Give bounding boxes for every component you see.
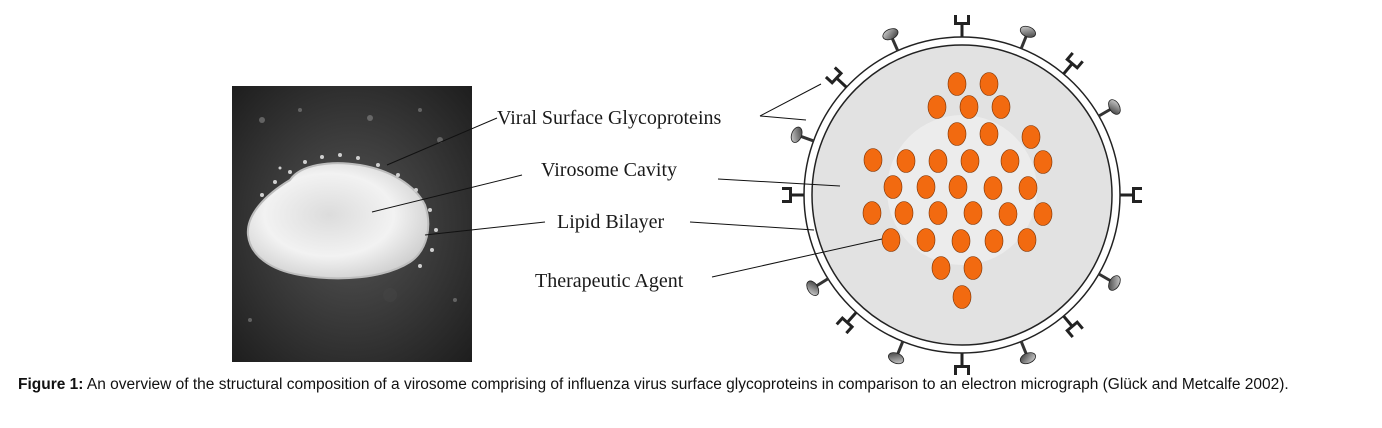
therapeutic-agent-particle [947,122,967,146]
therapeutic-agent-particles [862,72,1053,309]
therapeutic-agent-particle [959,95,979,119]
therapeutic-agent-particle [881,228,901,252]
therapeutic-agent-particle [952,285,972,309]
hemagglutinin-spike [888,340,905,365]
label-viral-surface-glycoproteins: Viral Surface Glycoproteins [497,107,721,129]
hemagglutinin-spike [882,28,900,52]
therapeutic-agent-particle [963,201,983,225]
surface-glycoproteins [782,15,1142,375]
therapeutic-agent-particle [931,256,951,280]
therapeutic-agent-particle [927,95,947,119]
therapeutic-agent-particle [991,95,1011,119]
therapeutic-agent-particle [883,175,903,199]
therapeutic-agent-particle [1000,149,1020,173]
neuraminidase-spike [824,66,848,89]
therapeutic-agent-particle [916,228,936,252]
therapeutic-agent-particle [1033,150,1053,174]
neuraminidase-spike [782,187,804,203]
therapeutic-agent-particle [862,201,882,225]
figure-caption: Figure 1: An overview of the structural … [18,375,1368,394]
therapeutic-agent-particle [947,72,967,96]
micrograph-speckles [248,108,457,322]
label-lipid-bilayer: Lipid Bilayer [557,211,665,233]
neuraminidase-spike [1062,51,1084,75]
caption-prefix: Figure 1: [18,376,84,393]
neuraminidase-spike [1062,315,1084,339]
therapeutic-agent-particle [894,201,914,225]
neuraminidase-spike [1120,187,1142,203]
hemagglutinin-spike [790,126,815,143]
virosome-schematic [782,15,1142,375]
therapeutic-agent-particle [928,201,948,225]
leader-lines [371,83,883,278]
therapeutic-agent-particle [998,202,1018,226]
therapeutic-agent-particle [979,72,999,96]
label-virosome-cavity: Virosome Cavity [541,159,677,181]
hemagglutinin-spike [1098,272,1121,291]
therapeutic-agent-particle [896,149,916,173]
hemagglutinin-spike [1019,25,1036,50]
virosome-particle [246,162,430,280]
therapeutic-agent-particle [1018,176,1038,200]
therapeutic-agent-particle [1017,228,1037,252]
therapeutic-agent-particle [951,229,971,253]
neuraminidase-spike [954,353,970,375]
therapeutic-agent-particle [1021,125,1041,149]
electron-micrograph [232,86,472,362]
therapeutic-agent-particle [960,149,980,173]
therapeutic-agent-particle [916,175,936,199]
neuraminidase-spike [954,15,970,37]
therapeutic-agent-particle [983,176,1003,200]
therapeutic-agent-particle [928,149,948,173]
hemagglutinin-spike [1019,340,1036,365]
hemagglutinin-spike [1098,99,1121,118]
therapeutic-agent-particle [863,148,883,172]
particle-spikes [260,153,438,268]
label-therapeutic-agent: Therapeutic Agent [535,270,684,292]
therapeutic-agent-particle [984,229,1004,253]
therapeutic-agent-particle [963,256,983,280]
hemagglutinin-spike [806,277,829,296]
therapeutic-agent-particle [948,175,968,199]
therapeutic-agent-particle [1033,202,1053,226]
caption-text: An overview of the structural compositio… [83,376,1289,393]
neuraminidase-spike [835,311,858,335]
therapeutic-agent-particle [979,122,999,146]
